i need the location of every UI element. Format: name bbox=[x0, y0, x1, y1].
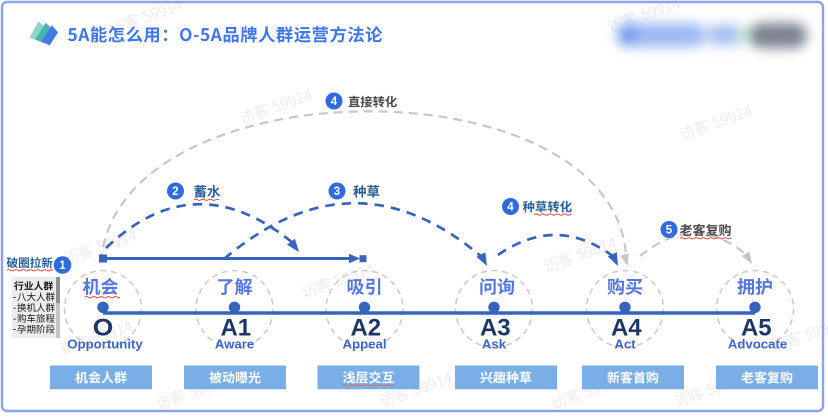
svg-text:-: - bbox=[13, 314, 16, 325]
svg-text:Ask: Ask bbox=[482, 336, 507, 351]
svg-text:4: 4 bbox=[331, 96, 338, 108]
svg-text:5: 5 bbox=[666, 225, 673, 237]
svg-text:1: 1 bbox=[59, 260, 66, 272]
svg-text:A3: A3 bbox=[480, 315, 511, 342]
svg-text:-: - bbox=[13, 292, 16, 303]
svg-text:A1: A1 bbox=[220, 315, 251, 342]
svg-text:Appeal: Appeal bbox=[343, 336, 387, 351]
svg-text:Advocate: Advocate bbox=[728, 336, 787, 351]
svg-text:4: 4 bbox=[507, 202, 514, 214]
svg-text:A2: A2 bbox=[350, 315, 381, 342]
svg-text:-: - bbox=[13, 303, 16, 314]
svg-text:Aware: Aware bbox=[215, 336, 254, 351]
svg-text:O: O bbox=[93, 315, 114, 342]
svg-text:Act: Act bbox=[614, 336, 636, 351]
svg-text:3: 3 bbox=[334, 186, 340, 198]
svg-text:-: - bbox=[13, 325, 16, 336]
svg-text:2: 2 bbox=[172, 186, 178, 198]
svg-text:Opportunity: Opportunity bbox=[67, 336, 143, 351]
svg-text:A5: A5 bbox=[741, 315, 772, 342]
svg-text:A4: A4 bbox=[611, 315, 642, 342]
